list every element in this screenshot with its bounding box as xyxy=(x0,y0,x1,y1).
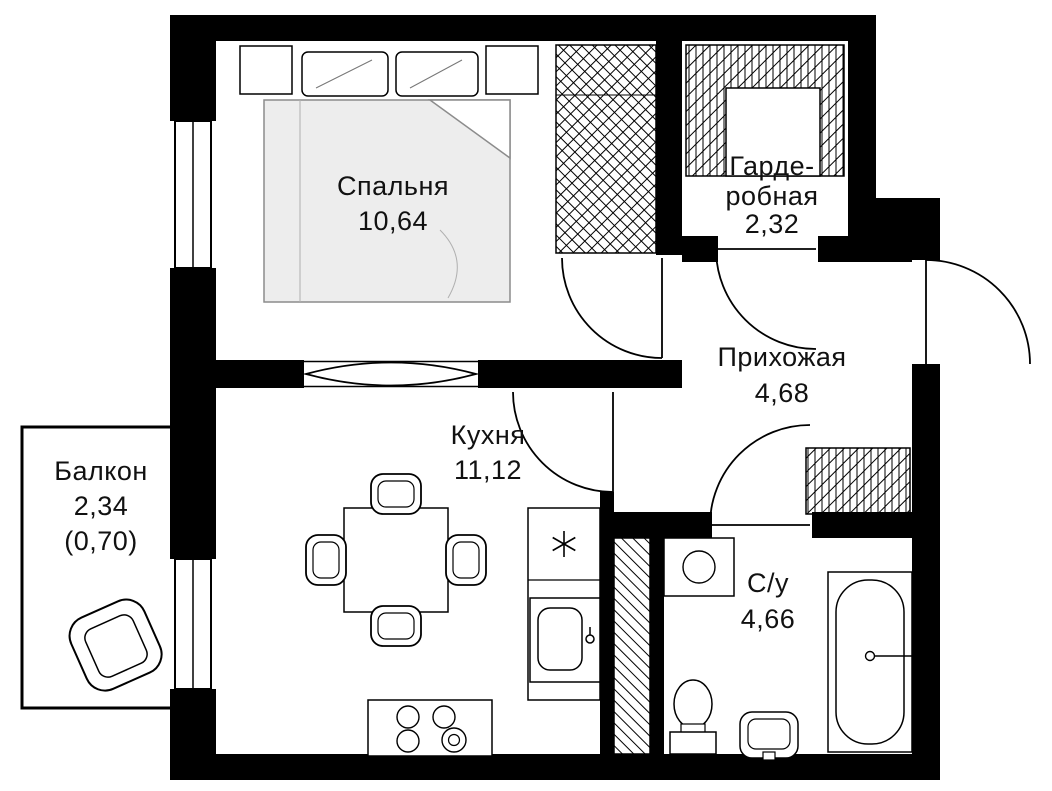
wardrobe-center-island xyxy=(725,87,821,177)
wardrobe-area: 2,32 xyxy=(745,209,800,239)
wardrobe-door xyxy=(715,248,817,350)
wall-segment xyxy=(478,360,682,388)
dining-set xyxy=(305,473,487,647)
toilet-tank xyxy=(669,731,717,755)
wall-segment xyxy=(216,360,304,388)
room-labels: Спальня 10,64 Гарде- робная 2,32 Прихожа… xyxy=(54,151,846,634)
doors xyxy=(512,248,1031,526)
drum xyxy=(682,550,716,584)
basin-tap xyxy=(762,751,776,761)
toilet-bowl xyxy=(673,679,713,729)
kitchen-label: Кухня xyxy=(451,420,526,450)
burner xyxy=(441,727,467,753)
wall-segment xyxy=(656,41,682,255)
wall-segment xyxy=(170,268,216,428)
wall-segment xyxy=(818,236,912,262)
wall-segment xyxy=(170,15,876,41)
wall-segment xyxy=(600,492,614,780)
wall-segment xyxy=(848,198,940,236)
kitchen-counter-group xyxy=(367,507,601,757)
burner-inner-ring xyxy=(447,733,461,747)
wall-segment xyxy=(912,236,940,260)
blanket-crease xyxy=(439,229,458,299)
bathroom-fixtures xyxy=(663,537,913,761)
balcony-outline xyxy=(20,425,216,710)
tub-basin xyxy=(835,579,905,745)
dining-table xyxy=(343,507,449,613)
kitchen-area: 11,12 xyxy=(454,455,522,485)
kitchen-sink xyxy=(529,597,601,683)
washbasin xyxy=(739,711,799,761)
bedroom-door xyxy=(561,257,663,359)
armchair xyxy=(68,598,163,692)
balcony-window-door xyxy=(174,558,212,690)
chair-bottom xyxy=(370,605,422,647)
hallway-area: 4,68 xyxy=(755,378,810,408)
wall-segment xyxy=(650,538,664,754)
bedroom-area: 10,64 xyxy=(358,206,428,236)
door-swing-arc xyxy=(925,259,1031,365)
chair-left xyxy=(305,534,347,586)
blanket-fold xyxy=(427,99,511,160)
basin xyxy=(747,718,791,750)
chair-right xyxy=(445,534,487,586)
chair-top xyxy=(370,473,422,515)
wall-segment xyxy=(170,15,216,121)
bed xyxy=(263,99,511,303)
wall-segment xyxy=(912,364,940,780)
door-swing-arc xyxy=(512,391,614,493)
asterisk-symbol xyxy=(552,531,576,557)
wardrobe-label-line2: робная xyxy=(725,181,818,211)
armchair-seat xyxy=(84,614,148,678)
entrance-door xyxy=(925,259,1031,365)
hallway-label: Прихожая xyxy=(717,342,846,372)
burner xyxy=(396,705,420,729)
burner xyxy=(396,729,420,753)
toilet xyxy=(669,679,717,755)
wall-segment xyxy=(848,41,876,201)
stove xyxy=(367,699,493,757)
wall-segment xyxy=(600,512,712,538)
door-swing-arc xyxy=(561,257,663,359)
wardrobe-label-line1: Гарде- xyxy=(729,151,814,181)
wall-segment xyxy=(812,512,912,538)
ventilation-shaft xyxy=(613,537,651,755)
sink-basin xyxy=(537,607,583,671)
balcony-label: Балкон xyxy=(54,456,148,486)
wall-segment xyxy=(170,754,940,780)
bathroom-label: С/у xyxy=(747,568,789,598)
wardrobe-hanger-racks xyxy=(685,44,845,177)
kitchen-door xyxy=(512,391,614,493)
nightstand-right xyxy=(485,45,539,95)
opening-lens xyxy=(302,361,480,387)
washing-machine xyxy=(663,537,735,597)
balcony-area-reduced: (0,70) xyxy=(64,526,138,556)
pillow-fold-line xyxy=(409,59,463,89)
balcony-area: 2,34 xyxy=(74,491,129,521)
nightstand-left xyxy=(239,45,293,95)
bathtub xyxy=(827,571,913,753)
hallway-closet xyxy=(805,447,911,515)
bedroom-built-in-closet xyxy=(555,44,657,254)
door-swing-arc xyxy=(715,248,817,350)
bedroom-window xyxy=(174,120,212,269)
bathroom-area: 4,66 xyxy=(741,604,796,634)
door-swing-arc xyxy=(709,424,811,526)
walls xyxy=(170,15,940,780)
bed-group xyxy=(239,45,539,303)
bedroom-label: Спальня xyxy=(337,171,449,201)
bedroom-kitchen-opening xyxy=(302,360,480,388)
bathroom-door xyxy=(709,424,811,526)
pillow-fold-line xyxy=(315,59,373,89)
wall-segment xyxy=(682,236,718,262)
burner xyxy=(432,705,456,729)
wall-segment xyxy=(170,428,216,559)
